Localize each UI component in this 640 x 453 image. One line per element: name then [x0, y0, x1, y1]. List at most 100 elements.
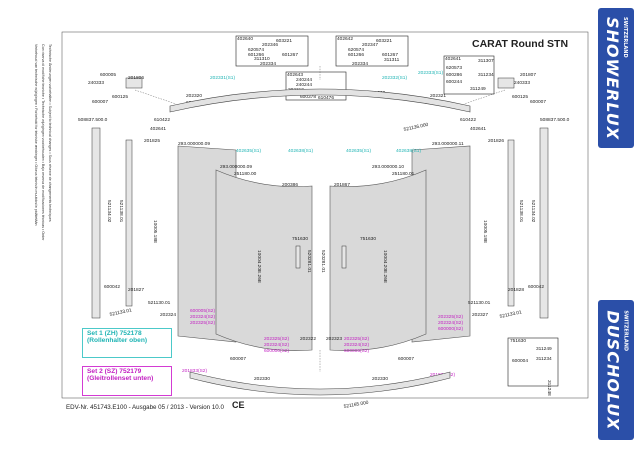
part-label: 293.000000.09 [178, 141, 210, 147]
part-label: 610476 [318, 95, 334, 101]
part-label: 311234 [536, 356, 552, 362]
part-label: 202334 [260, 61, 276, 67]
part-label: 202325(S2) [438, 314, 463, 320]
part-label: 311311 [384, 57, 400, 63]
part-label: 311310 [254, 56, 270, 62]
part-label: 202324 [160, 312, 176, 318]
part-label: 202324(S2) [264, 342, 289, 348]
part-label: 402643 [287, 72, 303, 78]
part-label: 402641 [150, 126, 166, 132]
left-side-profile [125, 139, 133, 307]
part-label: 521138.01 [518, 200, 524, 223]
part-label: 202331(S1) [210, 75, 235, 81]
part-label: 201826 [488, 138, 504, 144]
part-label: 10005.18E [152, 220, 158, 243]
part-label: 201807 [520, 72, 536, 78]
hinge-part [125, 77, 143, 89]
part-label: 202327 [472, 312, 488, 318]
part-box [443, 55, 495, 95]
part-label: 202325(S2) [344, 336, 369, 342]
ce-mark: CE [232, 400, 245, 410]
left-door-handle [295, 245, 301, 269]
part-label: 600244 [446, 79, 462, 85]
brand-sub: SWITZERLAND [622, 309, 629, 351]
part-label: 240244 [296, 82, 312, 88]
part-label: 201825 [144, 138, 160, 144]
part-label: 311249 [536, 346, 552, 352]
part-label: 600007 [230, 356, 246, 362]
brand-name: DUSCHOLUX [603, 309, 623, 431]
part-label: 240244 [296, 77, 312, 83]
part-label: 202346 [262, 42, 278, 48]
part-label: 600125 [512, 94, 528, 100]
part-label: 240333 [88, 80, 104, 86]
set-1-box: Set 1 (ZH) 752178 (Rollenhalter oben) [82, 328, 172, 358]
part-label: 10004.20E.26E [382, 250, 388, 283]
part-label: 202330 [372, 376, 388, 382]
part-label: 600007 [530, 99, 546, 105]
part-label: 202332(S1) [382, 75, 407, 81]
set-2-box: Set 2 (SZ) 752179 (Gleitrollenset unten) [82, 366, 172, 396]
set-2-number: 752179 [119, 368, 142, 375]
part-label: 600007 [398, 356, 414, 362]
part-label: 610422 [154, 117, 170, 123]
part-label: 402635(S1) [346, 148, 371, 154]
part-label: 600042 [104, 284, 120, 290]
part-label: 601266 [248, 52, 264, 58]
part-label: 520281.01 [306, 250, 312, 273]
part-label: 520281.01 [320, 250, 326, 273]
left-sliding-door [215, 169, 313, 351]
part-label: 402638(S1) [396, 148, 421, 154]
part-label: 202322 [300, 336, 316, 342]
part-label: 521133.01 [109, 307, 132, 318]
part-label: 600005(S2) [344, 348, 369, 354]
part-label: 10005.18E [482, 220, 488, 243]
part-label: 200386 [282, 182, 298, 188]
part-label: 402641 [470, 126, 486, 132]
part-label: 202320 [186, 93, 202, 99]
part-label: 600042 [528, 284, 544, 290]
part-label: 251180.01 [392, 171, 415, 177]
part-label: 521136.000 [403, 122, 429, 133]
part-label: 201833(S2) [182, 368, 207, 374]
part-label: 293.000000.11 [432, 141, 464, 147]
part-label: 521165.000 [343, 400, 369, 410]
part-label: 202347 [362, 42, 378, 48]
part-label: 402641 [445, 56, 461, 62]
part-label: 600007 [92, 99, 108, 105]
part-label: 601266 [348, 52, 364, 58]
bottom-curved-rail [189, 371, 451, 396]
part-label: 402638(S1) [288, 148, 313, 154]
part-label: 311307 [478, 58, 494, 64]
part-label: 251180.00 [234, 171, 257, 177]
part-label: 521134.02 [530, 200, 536, 223]
part-label: 508837.500.0 [540, 117, 570, 123]
part-box [335, 35, 409, 67]
part-label: 600004 [512, 358, 528, 364]
part-label: 402635(S1) [236, 148, 261, 154]
set-1-desc: (Rollenhalter oben) [87, 337, 148, 344]
part-label: 202325(S2) [190, 320, 215, 326]
right-sliding-door [329, 169, 427, 351]
part-box [235, 35, 309, 67]
right-door-handle [341, 245, 347, 269]
hinge-part [497, 77, 515, 89]
set-1-label: Set 1 [87, 330, 103, 337]
part-label: 402642 [337, 36, 353, 42]
left-wall-profile [91, 127, 101, 319]
part-label: 202323 [326, 336, 342, 342]
part-label: 202324(S2) [438, 320, 463, 326]
part-label: 600286 [446, 72, 462, 78]
part-label: 201827 [128, 287, 144, 293]
part-label: 751630 [510, 338, 526, 344]
brand-name: SHOWERLUX [603, 16, 623, 140]
part-label: 202325(S2) [264, 336, 289, 342]
part-label: 751630 [292, 236, 308, 242]
right-wall-profile [539, 127, 549, 319]
part-label: 10004.20E.26E [256, 250, 262, 283]
part-label: 600005(S2) [190, 308, 215, 314]
part-label: 600005 [100, 72, 116, 78]
part-label: 521134.02 [106, 200, 112, 223]
part-label: 202333(S1) [418, 70, 443, 76]
